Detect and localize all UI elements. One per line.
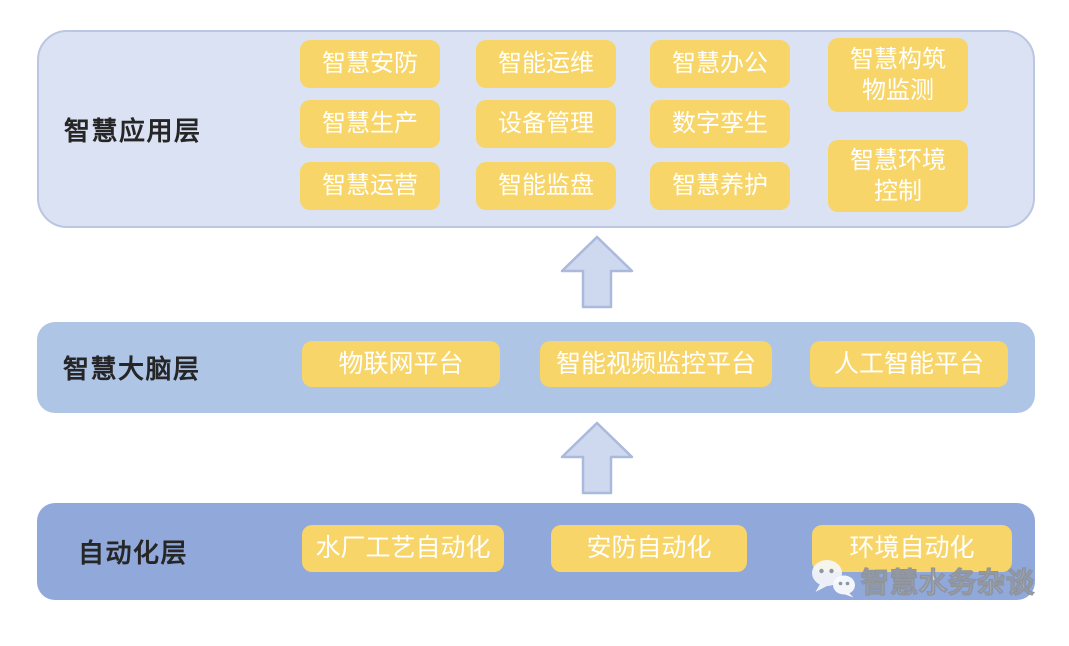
app-box-environment-control: 智慧环境控制 xyxy=(828,140,968,212)
auto-box-plant-process-automation: 水厂工艺自动化 xyxy=(302,525,504,572)
auto-box-security-automation: 安防自动化 xyxy=(551,525,747,572)
up-arrow-icon xyxy=(559,421,635,495)
app-box-smart-security: 智慧安防 xyxy=(300,40,440,88)
app-box-smart-office: 智慧办公 xyxy=(650,40,790,88)
layer-application: 智慧应用层 智慧安防 智慧生产 智慧运营 智能运维 设备管理 智能监盘 智慧办公… xyxy=(37,30,1035,228)
app-box-digital-twin: 数字孪生 xyxy=(650,100,790,148)
layer-brain: 智慧大脑层 物联网平台 智能视频监控平台 人工智能平台 xyxy=(37,322,1035,413)
brain-box-iot-platform: 物联网平台 xyxy=(302,341,500,387)
layer-brain-label: 智慧大脑层 xyxy=(63,354,201,384)
app-box-structure-monitoring: 智慧构筑物监测 xyxy=(828,38,968,112)
app-box-smart-maintenance: 智能运维 xyxy=(476,40,616,88)
app-box-smart-production: 智慧生产 xyxy=(300,100,440,148)
layer-automation-label: 自动化层 xyxy=(78,538,189,568)
app-box-smart-monitoring: 智能监盘 xyxy=(476,162,616,210)
layer-automation: 自动化层 水厂工艺自动化 安防自动化 环境自动化 xyxy=(37,503,1035,600)
app-box-smart-operation: 智慧运营 xyxy=(300,162,440,210)
brain-box-ai-platform: 人工智能平台 xyxy=(810,341,1008,387)
auto-box-environment-automation: 环境自动化 xyxy=(812,525,1012,572)
layer-application-label: 智慧应用层 xyxy=(64,115,202,146)
app-box-smart-upkeep: 智慧养护 xyxy=(650,162,790,210)
app-box-equipment-mgmt: 设备管理 xyxy=(476,100,616,148)
brain-box-video-surveillance-platform: 智能视频监控平台 xyxy=(540,341,772,387)
up-arrow-icon xyxy=(559,235,635,309)
